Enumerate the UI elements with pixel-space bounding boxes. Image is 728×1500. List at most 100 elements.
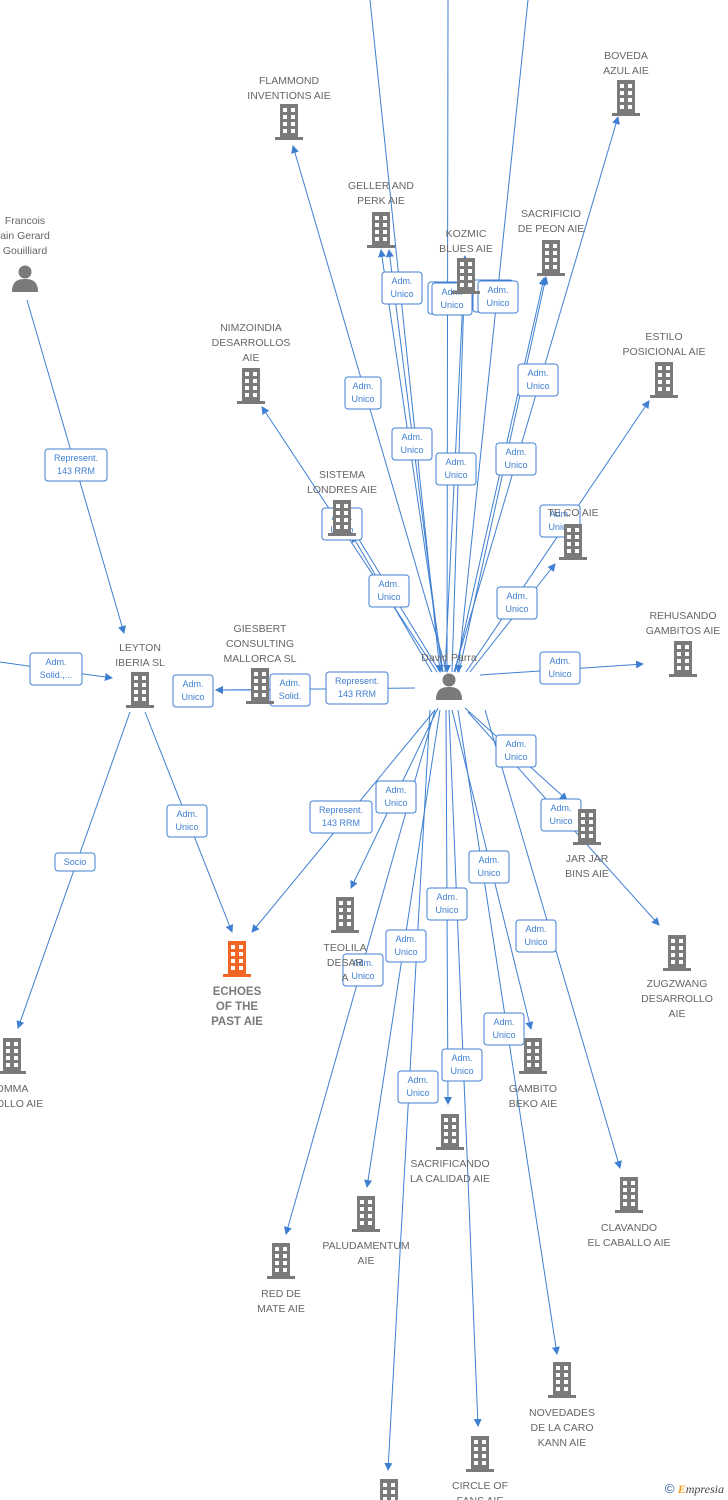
edge-label-box[interactable]: Represent.143 RRM	[325, 671, 389, 705]
node-label: DESARROLLO	[641, 993, 713, 1005]
edge-label-box[interactable]: Adm.Unico	[540, 798, 582, 832]
node-label: EL CABALLO AIE	[587, 1237, 670, 1249]
edge-label-box[interactable]: Adm.Unico	[477, 280, 519, 314]
edge-label-box[interactable]: Adm.Unico	[517, 363, 559, 397]
edge-label-box[interactable]: Adm.Unico	[381, 271, 423, 305]
edge-label-box[interactable]: Adm.Unico	[435, 452, 477, 486]
edge-label-text: Adm.	[385, 785, 406, 795]
edge-label-box[interactable]: Adm.Unico	[496, 586, 538, 620]
node-omma[interactable]: OMMARROLLO AIE	[0, 1038, 43, 1110]
node-label: BLUES AIE	[439, 243, 493, 255]
edge-label-box[interactable]: Adm.Unico	[468, 850, 510, 884]
edge-label-box[interactable]: Adm. Unico	[172, 674, 214, 708]
edge-label-box[interactable]: Adm.Unico	[166, 804, 208, 838]
edge-label-box[interactable]: Adm.Unico	[375, 780, 417, 814]
node-clavando[interactable]: CLAVANDO EL CABALLO AIE	[587, 1177, 671, 1249]
edge-label-frame	[441, 1048, 483, 1082]
edge-label-box[interactable]: Adm.Unico	[441, 1048, 483, 1082]
edge-label-text: Unico	[548, 669, 571, 679]
edge-label-box[interactable]: Adm.Unico	[483, 1012, 525, 1046]
edge-label-box[interactable]: Represent.143 RRM	[309, 800, 373, 834]
edge-label-box[interactable]: Adm.Unico	[495, 442, 537, 476]
edge-label-frame	[397, 1070, 439, 1104]
edge-label-text: Adm.	[45, 657, 66, 667]
edge-label-text: Adm.	[182, 679, 203, 689]
node-label: LEYTON	[119, 642, 161, 654]
building-icon	[237, 368, 265, 404]
edge-label-box[interactable]: Adm.Unico	[385, 929, 427, 963]
edge-label-frame	[44, 448, 108, 482]
edge-line	[454, 0, 529, 673]
edge-label-box[interactable]: Adm.Solid.	[269, 673, 311, 707]
node-label: DE LA CARO	[530, 1422, 593, 1434]
node-circle[interactable]: CIRCLE OFFANS AIE	[452, 1436, 508, 1500]
brand-logo-icon: E	[677, 1482, 686, 1496]
node-label: CLAVANDO	[601, 1222, 657, 1234]
edge-label-text: Unico	[406, 1088, 429, 1098]
edge-label-box[interactable]: Adm.Unico	[368, 574, 410, 608]
person-icon	[12, 265, 38, 292]
node-label: TE CO AIE	[547, 507, 598, 519]
edge-label-text: Unico	[181, 692, 204, 702]
edge-label-text: Solid.,...	[40, 670, 73, 680]
node-label: OF THE	[216, 1001, 258, 1013]
edge-label-frame	[309, 800, 373, 834]
edge-label-box[interactable]: Adm.Unico	[344, 376, 382, 410]
edge-label-box[interactable]: Adm.Unico	[495, 734, 537, 768]
edge-label-box[interactable]: Adm.Unico	[426, 887, 468, 921]
edge-line	[369, 0, 444, 673]
edge-label-box[interactable]: Adm.Unico	[539, 651, 581, 685]
node-label: Francois	[5, 215, 45, 227]
building-icon	[367, 212, 395, 248]
node-david[interactable]: David Parra	[421, 652, 477, 700]
edge-label-box[interactable]: Represent.143 RRM	[44, 448, 108, 482]
building-icon	[126, 672, 154, 708]
node-bottom[interactable]	[375, 1479, 403, 1500]
edge-label-box[interactable]: Adm.Unico	[342, 953, 384, 987]
node-label: FLAMMOND	[259, 75, 320, 87]
building-icon	[466, 1436, 494, 1472]
edge-label-box[interactable]: Adm.Unico	[515, 919, 557, 953]
edge-label-frame	[375, 780, 417, 814]
edge-label-text: 143 RRM	[322, 818, 360, 828]
node-label: REHUSANDO	[649, 610, 716, 622]
node-label: JAR JAR	[566, 853, 609, 865]
edge-label-box[interactable]: Adm. Solid.,...	[29, 652, 83, 686]
edge-label-text: Unico	[450, 1066, 473, 1076]
node-label: PALUDAMENTUM	[322, 1240, 409, 1252]
edge-label-frame	[381, 271, 423, 305]
edge-label-text: Unico	[526, 381, 549, 391]
node-label: AIE	[243, 352, 260, 364]
edge-line	[443, 0, 452, 673]
edge-label-frame	[29, 652, 83, 686]
edge-label-box[interactable]: Adm.Unico	[397, 1070, 439, 1104]
node-label: GIESBERT	[234, 623, 287, 635]
edge-label-box[interactable]: Adm.Unico	[391, 427, 433, 461]
edge-label-box[interactable]: Socio	[54, 852, 96, 872]
node-te[interactable]: TE CO AIE	[547, 507, 599, 560]
